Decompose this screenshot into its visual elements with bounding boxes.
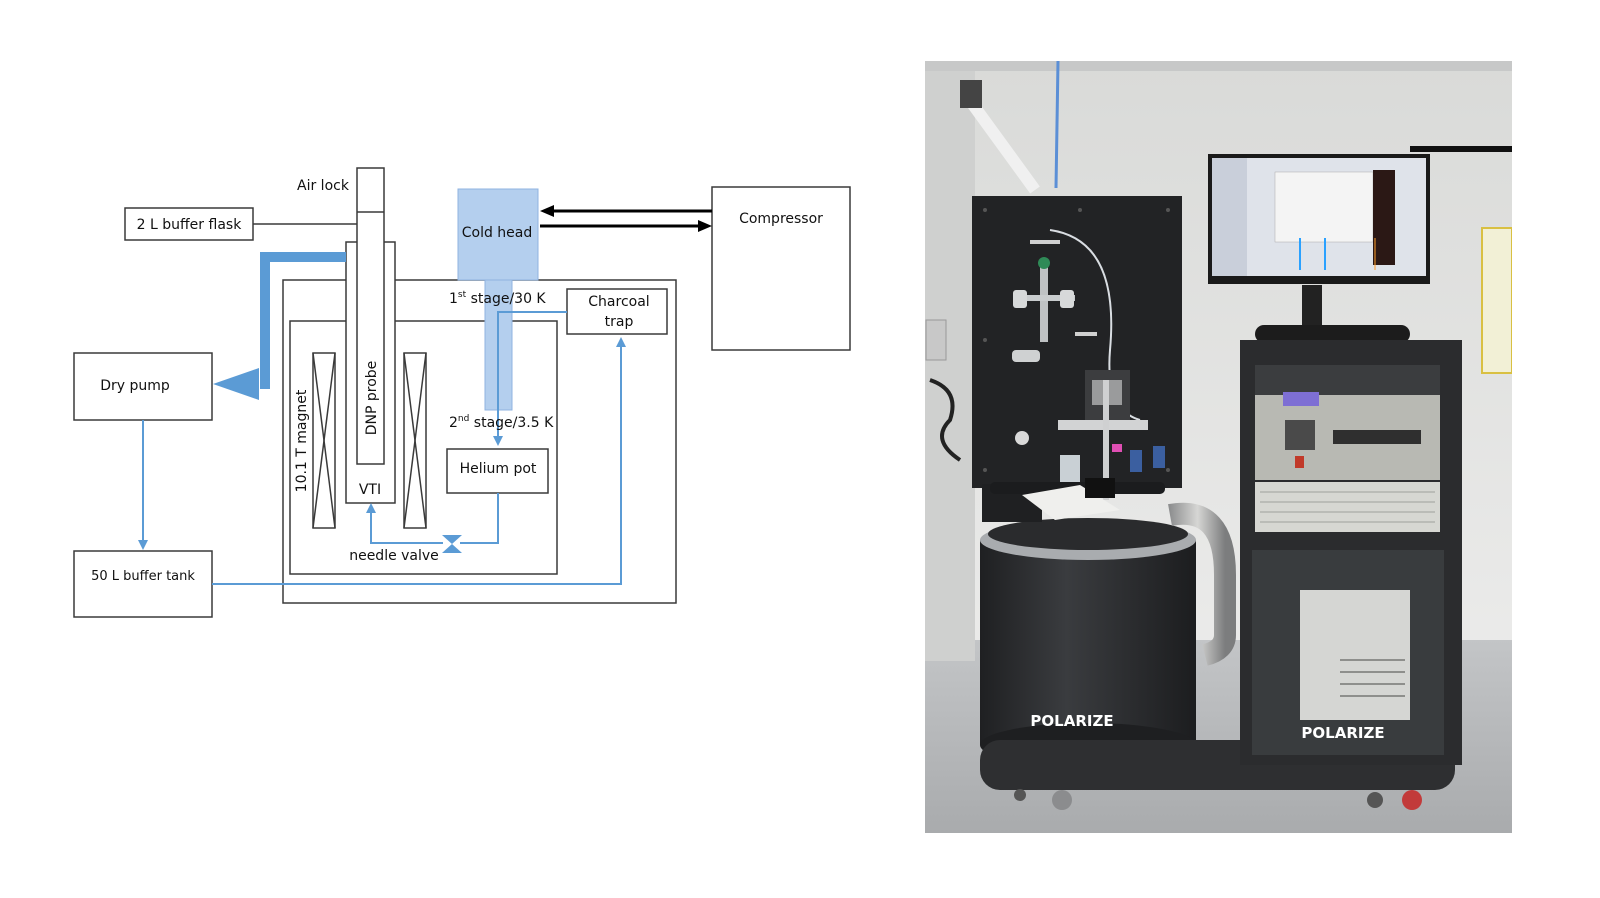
schematic [73,167,851,618]
magnet-coil-right [403,352,427,529]
photo-hose [1168,502,1236,666]
helium-arrowheads [138,337,626,550]
compressor-arrows [540,205,712,232]
air-lock-label: Air lock [297,178,350,194]
photo-probe-assembly [1058,370,1165,500]
helium-pot-label: Helium pot [460,461,537,477]
dnp-probe-rod [356,167,385,465]
helium-lines [142,311,622,585]
charcoal-trap-box [566,288,668,335]
stage1-sup: st [458,290,467,300]
compressor-box [711,186,851,351]
compressor-label: Compressor [739,211,823,227]
dry-pump-label: Dry pump [100,378,170,394]
buffer-tank-box [73,550,213,618]
vti-label: VTI [359,482,381,498]
cold-head [457,188,539,411]
charcoal-trap-label-2: trap [605,314,634,330]
photo-back-panel [972,196,1182,488]
stage2-sup: nd [458,414,469,424]
helium-pot-box [446,448,549,494]
pumping-line [213,252,346,400]
charcoal-trap-label-1: Charcoal [588,294,649,310]
photo-magnet [980,478,1196,767]
photo-wheels [1014,789,1422,810]
needle-valve-label: needle valve [349,548,439,564]
buffer-flask-label: 2 L buffer flask [137,217,243,233]
photo-monitor [1208,154,1430,343]
photo-cabinet [1240,340,1462,765]
photo: POLARIZE [925,61,1512,833]
dnp-probe-label: DNP probe [364,361,380,436]
photo-brand-cabinet: POLARIZE [1301,724,1384,742]
stage1-suffix: stage/30 K [466,291,546,307]
schematic-labels: Air lock 2 L buffer flask Cold head Comp… [91,178,823,584]
stage2-prefix: 2 [449,415,458,431]
stage2-label: 2nd stage/3.5 K [449,414,554,431]
stage1-label: 1st stage/30 K [449,290,546,307]
magnet-coil-left [312,352,336,529]
stage2-suffix: stage/3.5 K [469,415,554,431]
cold-head-label: Cold head [462,225,533,241]
needle-valve-icon [442,535,462,553]
magnet-label: 10.1 T magnet [294,389,310,492]
buffer-tank-label: 50 L buffer tank [91,569,195,584]
photo-brand-magnet: POLARIZE [1030,712,1113,730]
stage1-prefix: 1 [449,291,458,307]
